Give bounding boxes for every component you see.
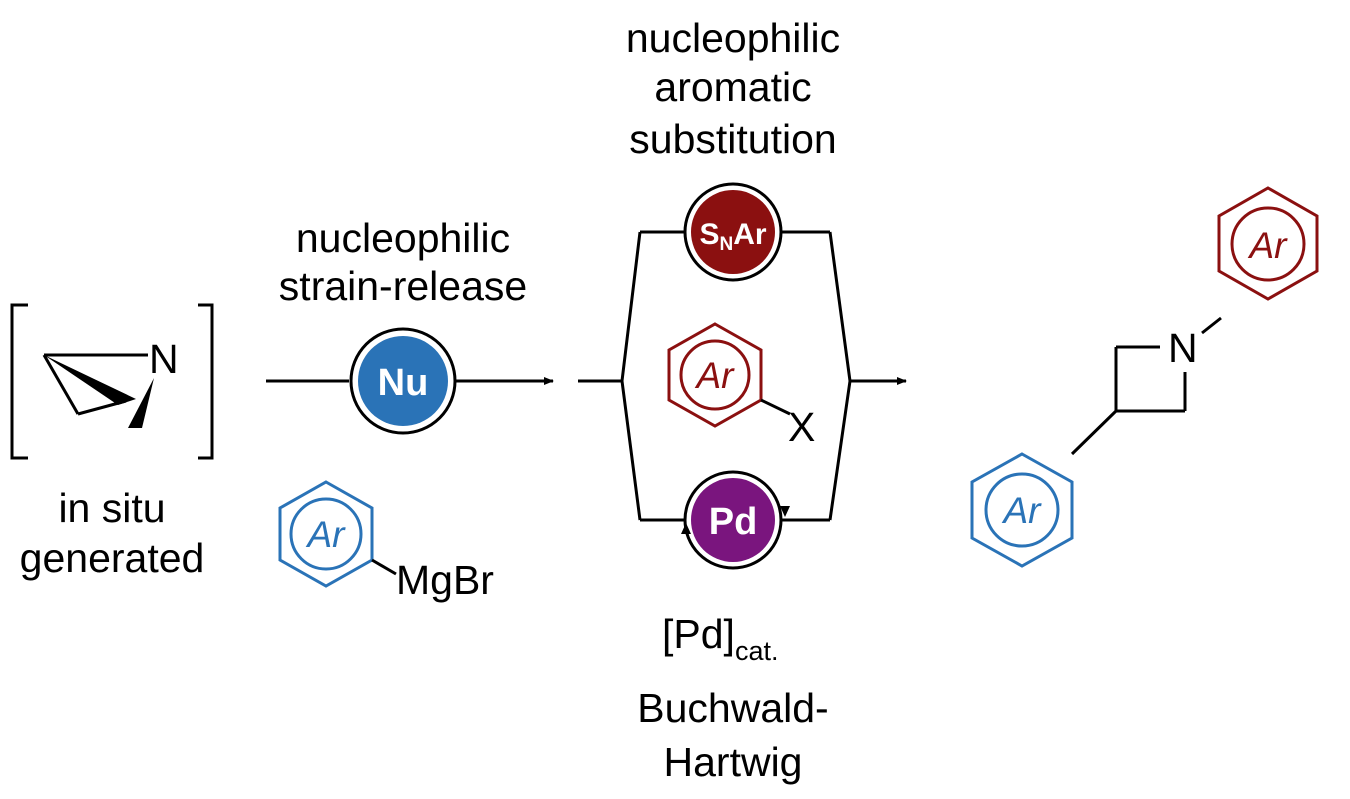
hartwig-label: Hartwig <box>664 739 803 785</box>
snar-badge-fill <box>691 190 775 274</box>
bond-c3-aryl <box>1070 409 1118 456</box>
pd-badge-label: Pd <box>709 501 758 543</box>
product-ring-top-label: Ar <box>1248 225 1289 266</box>
product-atom-n: N <box>1168 325 1198 371</box>
step1-title-line2: strain-release <box>279 263 527 309</box>
step2-title-line3: substitution <box>629 116 836 162</box>
bond-c-mg <box>371 558 397 576</box>
product-ring-bottom <box>970 452 1074 568</box>
step1-title-line1: nucleophilic <box>296 215 510 261</box>
halide-x-label: X <box>788 404 815 450</box>
nu-badge: Nu <box>349 327 457 435</box>
cycle-arrow-left-icon <box>681 523 691 534</box>
wedge-bond-n <box>128 378 154 428</box>
mgbr-label: MgBr <box>396 557 494 603</box>
buchwald-label: Buchwald- <box>637 685 828 731</box>
caption-generated: generated <box>20 535 205 581</box>
left-bracket <box>10 303 28 460</box>
pd-badge: Pd <box>681 470 790 570</box>
step2-title-line1: nucleophilic <box>626 15 840 61</box>
wedge-bond <box>44 355 136 405</box>
left-branch <box>620 231 642 521</box>
nu-badge-fill <box>358 336 448 426</box>
bond-left <box>42 354 80 415</box>
right-bracket <box>198 303 214 460</box>
grignard-ring-label: Ar <box>306 514 347 555</box>
bond-c-x <box>760 398 791 416</box>
snar-badge-label: SNAr <box>699 218 766 255</box>
pd-badge-fill <box>691 478 775 562</box>
pd-cat-label: [Pd]cat. <box>662 611 778 666</box>
aryl-halide-ring-label: Ar <box>695 355 736 396</box>
step2-title-line2: aromatic <box>654 64 811 110</box>
nu-badge-label: Nu <box>378 362 429 404</box>
bond-n-aryl <box>1201 316 1222 335</box>
aryl-halide: Ar X <box>667 322 815 450</box>
product-ring-bottom-label: Ar <box>1002 490 1043 531</box>
snar-badge: SNAr <box>683 182 783 282</box>
product-ring-top <box>1217 186 1319 301</box>
product-azetidine: N Ar Ar <box>970 186 1319 568</box>
aryl-grignard-reagent: Ar MgBr <box>278 480 494 603</box>
right-branch <box>828 231 852 521</box>
azabicyclobutane-structure: N <box>10 303 214 460</box>
atom-n: N <box>149 336 179 382</box>
caption-in-situ: in situ <box>58 485 165 531</box>
cycle-arrow-right-icon <box>780 506 790 517</box>
